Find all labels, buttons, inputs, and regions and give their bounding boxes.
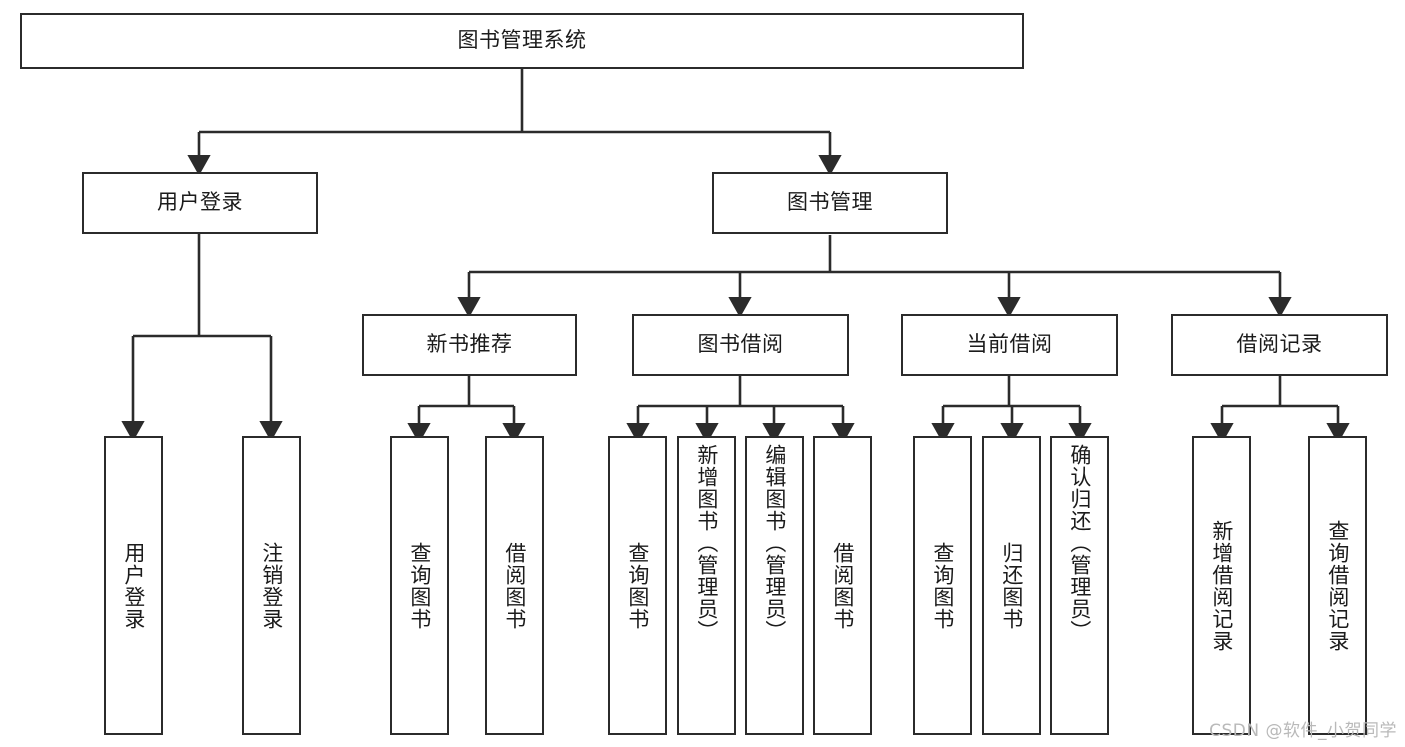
node-leaf-edit-book-admin[interactable]: 编辑图书（管理员） — [745, 436, 804, 735]
node-leaf-query-book-current[interactable]: 查询图书 — [913, 436, 972, 735]
node-label: 新增图书（管理员） — [694, 444, 719, 642]
node-label: 借阅图书 — [502, 541, 527, 630]
node-new-book-recommendation[interactable]: 新书推荐 — [362, 314, 577, 376]
node-leaf-user-login[interactable]: 用户登录 — [104, 436, 163, 735]
node-label: 确认归还（管理员） — [1067, 444, 1092, 642]
node-label: 图书管理 — [787, 190, 873, 215]
node-leaf-logout[interactable]: 注销登录 — [242, 436, 301, 735]
node-leaf-query-borrow-record[interactable]: 查询借阅记录 — [1308, 436, 1367, 735]
node-leaf-query-book-borrow[interactable]: 查询图书 — [608, 436, 667, 735]
node-label: 图书借阅 — [697, 332, 784, 357]
node-label: 当前借阅 — [966, 332, 1053, 357]
node-label: 借阅记录 — [1236, 332, 1323, 357]
node-leaf-borrow-book[interactable]: 借阅图书 — [813, 436, 872, 735]
node-leaf-query-book-recommend[interactable]: 查询图书 — [390, 436, 449, 735]
node-label: 借阅图书 — [830, 541, 855, 630]
node-root-book-management-system[interactable]: 图书管理系统 — [20, 13, 1024, 69]
node-leaf-confirm-return-admin[interactable]: 确认归还（管理员） — [1050, 436, 1109, 735]
node-label: 新增借阅记录 — [1209, 519, 1234, 652]
node-label: 新书推荐 — [426, 332, 513, 357]
node-label: 编辑图书（管理员） — [762, 444, 787, 642]
node-label: 归还图书 — [999, 541, 1024, 630]
node-label: 注销登录 — [259, 541, 284, 630]
node-borrow-record[interactable]: 借阅记录 — [1171, 314, 1388, 376]
node-book-management[interactable]: 图书管理 — [712, 172, 948, 234]
node-label: 图书管理系统 — [457, 28, 587, 53]
node-label: 查询图书 — [625, 541, 650, 630]
node-leaf-add-borrow-record[interactable]: 新增借阅记录 — [1192, 436, 1251, 735]
node-current-borrow[interactable]: 当前借阅 — [901, 314, 1118, 376]
node-label: 查询图书 — [407, 541, 432, 630]
node-label: 查询借阅记录 — [1325, 519, 1350, 652]
node-leaf-add-book-admin[interactable]: 新增图书（管理员） — [677, 436, 736, 735]
node-label: 用户登录 — [157, 190, 243, 215]
node-label: 查询图书 — [930, 541, 955, 630]
node-leaf-return-book[interactable]: 归还图书 — [982, 436, 1041, 735]
node-user-login[interactable]: 用户登录 — [82, 172, 318, 234]
node-leaf-borrow-book-recommend[interactable]: 借阅图书 — [485, 436, 544, 735]
node-book-borrow[interactable]: 图书借阅 — [632, 314, 849, 376]
node-label: 用户登录 — [121, 541, 146, 630]
